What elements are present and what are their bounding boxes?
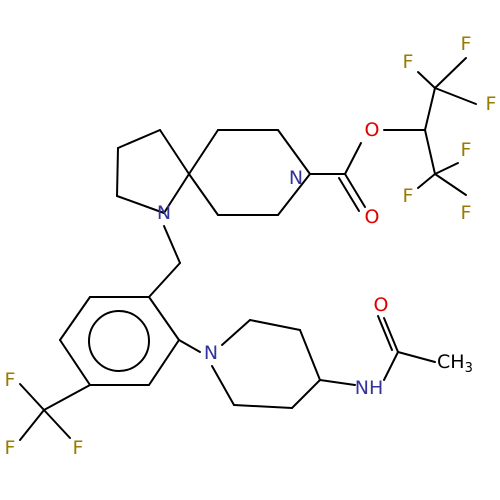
methyl-label: CH3	[437, 351, 473, 376]
bond	[211, 365, 235, 406]
bond	[148, 262, 181, 298]
bond	[19, 409, 45, 441]
bond	[163, 225, 181, 264]
carbonyl-oxygen-label: O	[365, 206, 380, 228]
bond	[178, 339, 201, 353]
bond	[344, 173, 366, 208]
bond	[116, 195, 165, 214]
bond	[397, 351, 436, 363]
piperidine-nitrogen-label: N	[289, 167, 303, 189]
bond	[116, 147, 119, 197]
bond	[188, 173, 219, 216]
bond	[417, 71, 436, 89]
bond	[43, 409, 71, 439]
fluorine-atom-label: F	[486, 93, 497, 115]
fluorine-atom-label: F	[461, 33, 472, 55]
bond	[344, 142, 362, 175]
bond	[221, 319, 251, 346]
fluorine-atom-label: F	[5, 437, 16, 459]
fluorine-atom-label: F	[403, 185, 414, 207]
bond	[434, 173, 467, 196]
amide-nh-label: NH	[355, 377, 384, 399]
bond	[249, 319, 301, 331]
bond	[19, 383, 45, 411]
bond	[434, 57, 467, 89]
bond	[59, 296, 91, 341]
aryl-piperidine-nitrogen-label: N	[204, 342, 218, 364]
bond	[277, 129, 311, 175]
bond	[233, 404, 293, 409]
bond	[383, 317, 399, 353]
bond	[383, 351, 399, 381]
amide-oxygen-label: O	[374, 294, 389, 316]
bond	[434, 87, 477, 105]
bond	[417, 173, 436, 189]
fluorine-atom-label: F	[403, 51, 414, 73]
bond	[188, 129, 219, 175]
bond	[424, 87, 436, 131]
methyl-label-main: CH	[437, 351, 465, 373]
bond	[277, 173, 311, 216]
bond	[148, 296, 180, 341]
aromatic-ring-circle	[88, 310, 150, 372]
bond	[377, 315, 393, 351]
bond	[159, 129, 190, 175]
fluorine-atom-label: F	[461, 202, 472, 224]
fluorine-atom-label: F	[5, 369, 16, 391]
bond	[43, 384, 91, 411]
bond	[299, 329, 321, 381]
fluorine-atom-label: F	[73, 437, 84, 459]
bond	[291, 379, 321, 409]
bond	[434, 162, 459, 175]
bond	[424, 129, 436, 175]
ester-oxygen-label: O	[365, 119, 380, 141]
bond	[163, 173, 190, 214]
bond	[117, 129, 161, 149]
atom-label-layer: F F F F F F O O N N N O NH CH3 F F F	[5, 33, 497, 459]
bond	[59, 339, 91, 386]
bond	[338, 177, 360, 212]
methyl-label-subscript: 3	[465, 361, 473, 376]
bond	[319, 379, 356, 386]
pyrrolidine-nitrogen-label: N	[157, 202, 171, 224]
bond	[148, 339, 180, 386]
bond-layer	[19, 57, 477, 441]
fluorine-atom-label: F	[461, 139, 472, 161]
